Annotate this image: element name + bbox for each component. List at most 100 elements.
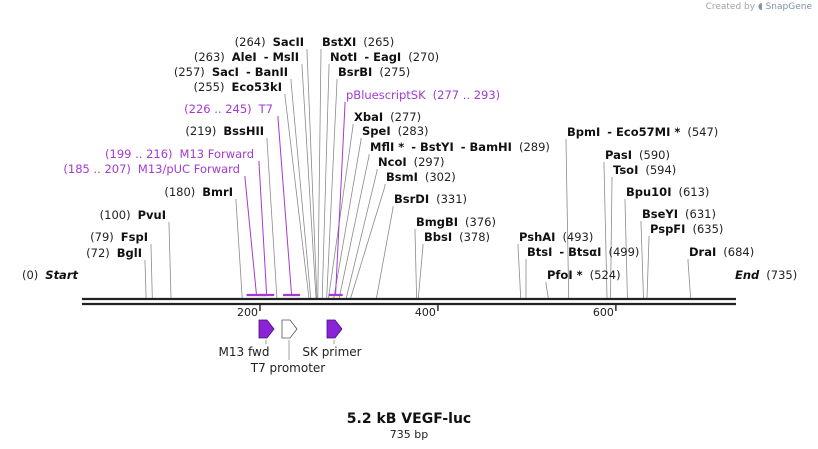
site-enzyme: - EagI [364, 50, 401, 64]
axis-tick-label-2: 600 [593, 306, 614, 319]
site-label-0: (0)Start [22, 268, 79, 282]
site-label-3: (100)PvuI [100, 208, 166, 222]
site-enzyme: MflI * [370, 140, 404, 154]
site-label-6: (255)Eco53kI [194, 80, 282, 94]
site-enzyme: BglI [117, 246, 142, 260]
site-leader-17 [350, 184, 386, 299]
feature-label-0: M13 fwd [219, 345, 270, 359]
axis-tick-label-0: 200 [237, 306, 258, 319]
site-enzyme: TsoI [613, 163, 638, 177]
site-enzyme: - BstYI [411, 140, 454, 154]
site-position: (590) [639, 148, 670, 162]
site-position: (263) [194, 50, 225, 64]
site-leader-27 [624, 199, 628, 299]
site-position: (524) [590, 268, 621, 282]
primer-label-2: (226 .. 245) T7 [184, 102, 273, 116]
site-leader-24 [565, 139, 570, 299]
site-enzyme: Bpu10I [626, 185, 671, 199]
site-label-10: BstXI(265) [322, 35, 394, 49]
site-enzyme: BssHII [223, 124, 264, 138]
site-leader-12 [326, 79, 338, 299]
site-label-18: BsrDI(331) [394, 192, 467, 206]
site-enzyme: XbaI [354, 110, 383, 124]
axis-ticks: 200 400 600 [237, 305, 617, 319]
site-enzyme: BtsI [527, 245, 552, 259]
site-position: (613) [678, 185, 709, 199]
site-position: (331) [436, 192, 467, 206]
primer-range: (199 .. 216) [105, 147, 173, 161]
site-enzyme: NotI [330, 50, 357, 64]
site-position: (684) [723, 245, 754, 259]
site-label-29: PspFI(635) [650, 222, 723, 236]
site-leaders [144, 49, 691, 299]
site-label-28: BseYI(631) [642, 207, 716, 221]
primer-name: pBluescriptSK [346, 88, 426, 102]
site-position: (270) [408, 50, 439, 64]
primer-name: M13 Forward [180, 147, 254, 161]
site-leader-4 [235, 199, 243, 299]
site-position: (277) [390, 110, 421, 124]
axis-tick-label-1: 400 [415, 306, 436, 319]
site-leader-1 [144, 260, 147, 299]
site-position: (547) [687, 125, 718, 139]
site-enzyme: BpmI [567, 125, 600, 139]
site-position: (493) [562, 230, 593, 244]
site-enzyme: - MslI [264, 50, 299, 64]
site-leader-7 [290, 79, 312, 299]
site-position: (302) [425, 170, 456, 184]
site-label-30: DraI (684) [689, 245, 754, 259]
site-leader-9 [306, 49, 318, 299]
site-leader-28 [640, 221, 644, 299]
site-enzyme: PvuI [138, 208, 166, 222]
site-leader-13 [328, 124, 354, 299]
site-position: (594) [645, 163, 676, 177]
site-label-7: (257)SacI- BanII [174, 65, 288, 79]
site-position: (631) [685, 207, 716, 221]
site-label-27: Bpu10I (613) [626, 185, 709, 199]
site-enzyme: PshAI [519, 230, 555, 244]
primer-name: T7 [258, 102, 273, 116]
site-position: (265) [363, 35, 394, 49]
site-leader-6 [284, 94, 310, 299]
site-label-12: BsrBI(275) [338, 65, 410, 79]
site-enzyme: PspFI [650, 222, 685, 236]
site-position: (376) [465, 215, 496, 229]
credit-prefix: Created by [705, 2, 756, 12]
primer-label-0: (185 .. 207)M13/pUC Forward [63, 162, 240, 176]
primer-range: (226 .. 245) [184, 102, 252, 116]
sequence-backbone [82, 297, 736, 306]
site-leader-26 [610, 177, 613, 299]
site-enzyme: NcoI [378, 155, 407, 169]
primer-label-1: (199 .. 216) M13 Forward [105, 147, 254, 161]
site-enzyme: DraI [689, 245, 716, 259]
feature-arrow-0 [258, 319, 275, 339]
site-leader-19 [414, 229, 417, 299]
site-leader-20 [417, 244, 424, 299]
site-enzyme: - BtsαI [559, 245, 601, 259]
site-leader-11 [321, 64, 330, 299]
site-enzyme: - BanII [246, 65, 288, 79]
site-label-11: NotI - EagI (270) [330, 50, 439, 64]
site-leader-14 [333, 138, 362, 299]
site-position: (72) [86, 246, 110, 260]
site-position: (735) [766, 268, 797, 282]
site-position: (219) [185, 124, 216, 138]
site-enzyme: SacII [273, 35, 304, 49]
site-leader-16 [345, 169, 378, 299]
site-leader-3 [168, 222, 172, 299]
primer-name: M13/pUC Forward [138, 162, 240, 176]
site-label-8: (263)AleI- MslI [194, 50, 299, 64]
site-enzyme: BmgBI [416, 215, 458, 229]
site-enzyme: SpeI [362, 124, 391, 138]
site-label-22: BtsI- BtsαI(499) [527, 245, 639, 259]
site-label-5: (219) BssHII [185, 124, 264, 138]
site-leader-10 [317, 49, 322, 299]
primer-leader-3 [335, 102, 346, 295]
site-label-21: PshAI (493) [519, 230, 593, 244]
credit-brand: SnapGene [765, 2, 812, 12]
site-label-31: End(735) [735, 268, 797, 282]
primer-leader-2 [277, 116, 292, 295]
site-position: (264) [235, 35, 266, 49]
map-length: 735 bp [390, 428, 428, 441]
